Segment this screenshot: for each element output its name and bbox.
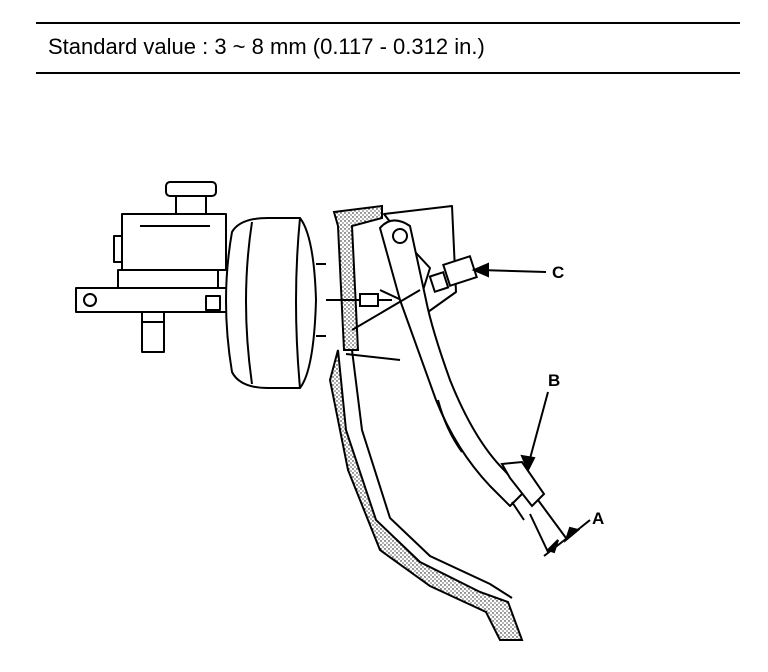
leader-c [471, 262, 547, 278]
leader-b [520, 391, 549, 473]
master-cylinder [75, 181, 229, 353]
bottom-rule [36, 72, 740, 74]
push-rod [326, 289, 421, 331]
callout-b: B [548, 371, 560, 390]
callout-c: C [552, 263, 564, 282]
standard-value-text: Standard value : 3 ~ 8 mm (0.117 - 0.312… [48, 34, 485, 59]
top-rule [36, 22, 740, 24]
free-play-dimension [529, 499, 591, 557]
stop-lamp-switch [428, 254, 478, 294]
brake-booster [225, 217, 326, 389]
dash-panel [328, 204, 524, 641]
callout-a: A [592, 509, 604, 528]
